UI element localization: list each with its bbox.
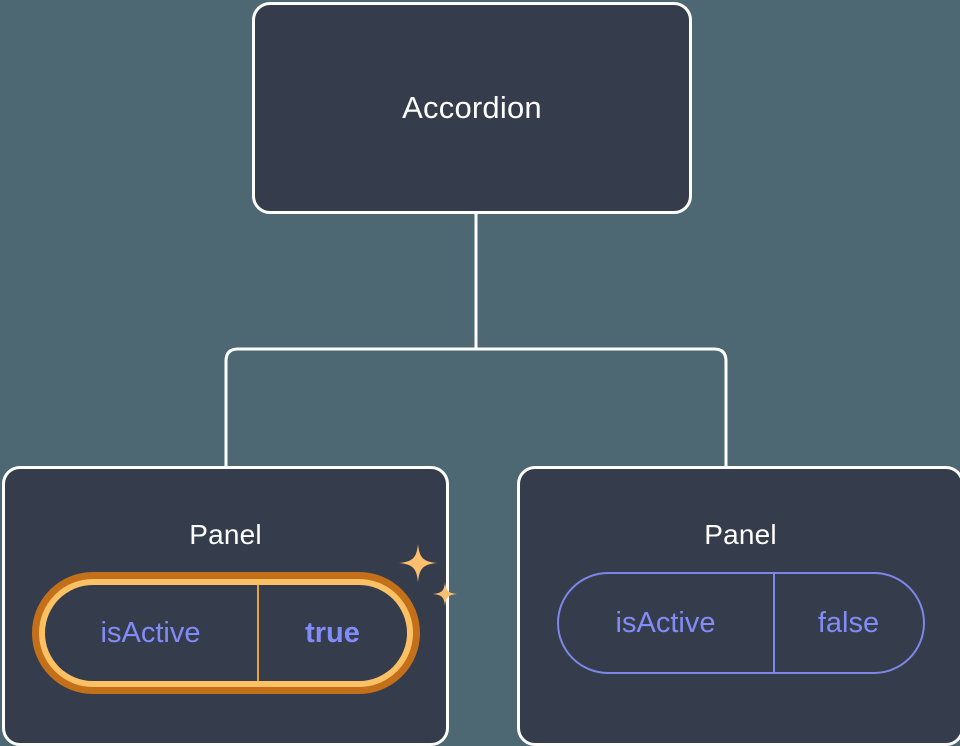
prop-pill-plain[interactable]: isActive false xyxy=(556,572,925,674)
prop-value-false: false xyxy=(772,574,923,672)
node-label-accordion: Accordion xyxy=(402,90,542,125)
node-label-panel: Panel xyxy=(704,519,777,550)
sparkle-small-icon xyxy=(432,582,457,606)
prop-pill-highlighted[interactable]: isActive true xyxy=(31,572,420,694)
prop-key-isactive: isActive xyxy=(615,606,716,639)
sparkle-large-icon xyxy=(398,544,437,582)
prop-key-isactive: isActive xyxy=(100,616,201,649)
node-label-panel: Panel xyxy=(189,519,262,550)
prop-pill-wrapper-active: isActive true xyxy=(31,544,457,694)
tree-node-accordion[interactable]: Accordion xyxy=(252,2,692,214)
edge-branch-bus xyxy=(224,347,728,466)
tree-node-panel-inactive[interactable]: Panel isActive false xyxy=(517,466,960,746)
tree-node-panel-active[interactable]: Panel isActive true xyxy=(2,466,457,746)
prop-value-true: true xyxy=(256,585,407,681)
prop-pill-wrapper-inactive: isActive false xyxy=(556,572,925,674)
prop-pill-inner: isActive true xyxy=(44,585,407,681)
